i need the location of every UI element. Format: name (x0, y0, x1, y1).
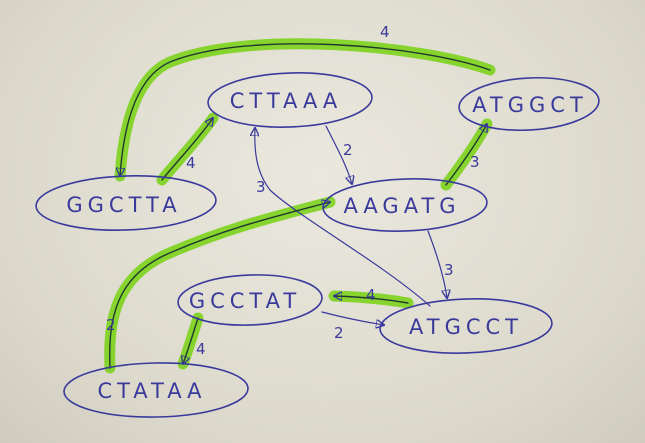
edge-weight-atgcct-cttaaa: 3 (256, 178, 266, 196)
edge-aagatg-atggct[interactable] (445, 124, 487, 186)
edge-weight-aagatg-atgcct: 3 (444, 261, 454, 279)
edge-atggct-ggctta[interactable] (120, 43, 491, 176)
node-gcctat[interactable]: GCCTAT (177, 273, 323, 328)
edge-label-layer: 4 4 2 3 3 3 2 4 2 4 (106, 23, 480, 358)
node-label: AAGATG (343, 194, 460, 218)
edge-ctataa-aagatg[interactable] (109, 202, 330, 369)
edge-weight-cttaaa-aagatg: 2 (343, 141, 353, 159)
node-atggct[interactable]: ATGGCT (458, 74, 601, 133)
node-cttaaa[interactable]: CTTAAA (207, 70, 373, 130)
edge-weight-atggct-ggctta: 4 (380, 23, 390, 41)
edge-atgcct-gcctat[interactable] (334, 296, 409, 304)
edge-weight-gcctat-atgcct: 2 (334, 324, 344, 342)
edge-cttaaa-aagatg[interactable] (325, 125, 352, 184)
node-ellipse (379, 298, 553, 354)
node-label: CTATAA (97, 379, 206, 403)
node-aagatg[interactable]: AAGATG (322, 176, 488, 234)
node-label: GGCTTA (66, 193, 181, 217)
node-atgcct[interactable]: ATGCCT (379, 296, 553, 356)
edge-weight-atgcct-gcctat: 4 (366, 286, 376, 304)
edge-layer (109, 43, 491, 369)
node-label: GCCTAT (189, 289, 301, 313)
node-ellipse (207, 72, 373, 128)
edge-gcctat-ctataa[interactable] (183, 317, 199, 364)
node-label: ATGGCT (472, 93, 588, 117)
node-ellipse (322, 178, 488, 232)
edge-weight-ctataa-aagatg: 2 (106, 316, 116, 334)
edge-ggctta-cttaaa[interactable] (161, 118, 213, 181)
edge-weight-gcctat-ctataa: 4 (196, 340, 206, 358)
edge-atgcct-cttaaa[interactable] (255, 128, 431, 307)
edge-weight-aagatg-atggct: 3 (470, 153, 480, 171)
node-label: CTTAAA (230, 89, 343, 113)
edge-gcctat-atgcct[interactable] (321, 311, 384, 325)
edge-weight-ggctta-cttaaa: 4 (186, 154, 196, 172)
node-ellipse (35, 175, 217, 231)
node-ellipse (177, 274, 323, 326)
node-ctataa[interactable]: CTATAA (63, 361, 249, 418)
node-label: ATGCCT (409, 315, 523, 339)
node-ellipse (63, 362, 249, 418)
node-layer: CTTAAA ATGGCT GGCTTA AAGATG GCCTAT ATGCC… (35, 70, 601, 418)
edge-aagatg-atgcct[interactable] (427, 230, 447, 298)
highlight-ctataa-aagatg (104, 196, 336, 374)
node-ggctta[interactable]: GGCTTA (35, 173, 217, 233)
node-ellipse (458, 76, 600, 132)
